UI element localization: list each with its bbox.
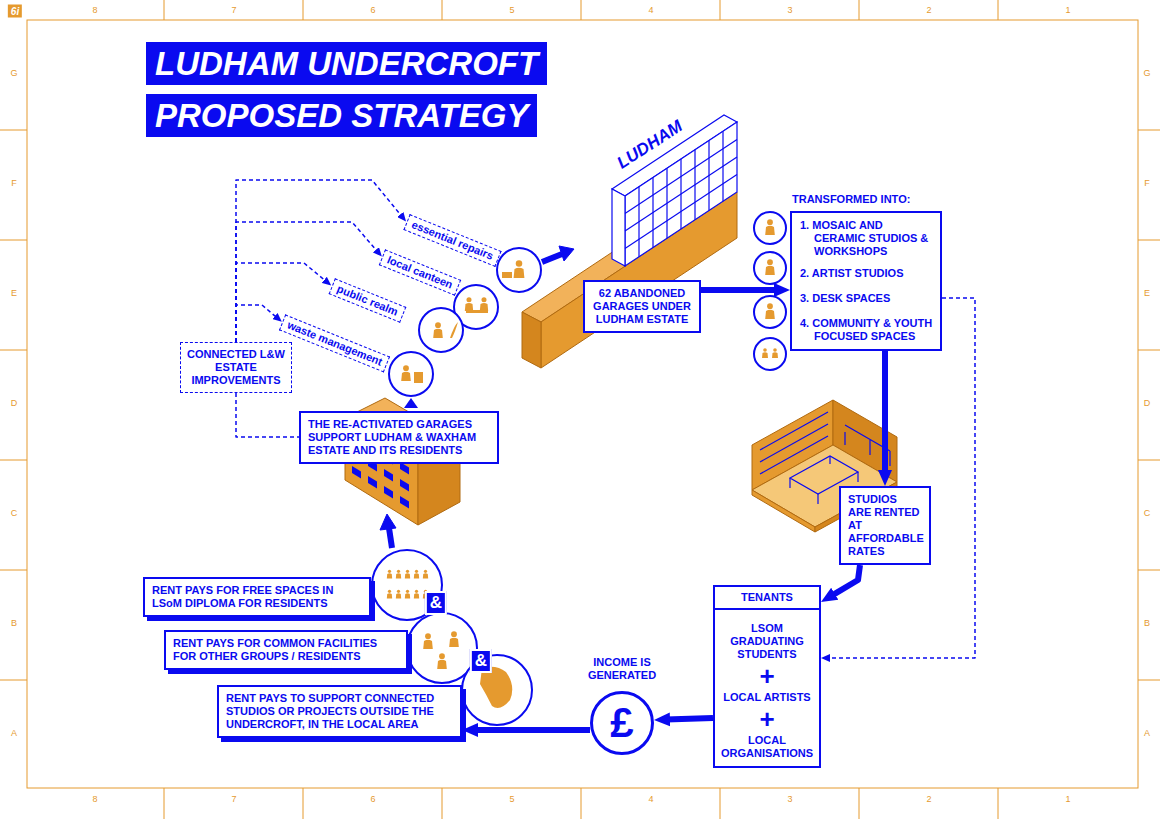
grid-reference: 7 <box>231 5 236 15</box>
grid-reference: 7 <box>231 794 236 804</box>
tenants-heading: TENANTS <box>715 587 819 610</box>
list-item: 4. COMMUNITY & YOUTH FOCUSED SPACES <box>800 317 933 343</box>
flow-arrow <box>666 718 713 720</box>
box-text: 62 ABANDONED GARAGES UNDER LUDHAM ESTATE <box>592 287 692 326</box>
rent-box: RENT PAYS FOR COMMON FACILITIES FOR OTHE… <box>164 630 408 670</box>
diagram-title: LUDHAM UNDERCROFT PROPOSED STRATEGY <box>146 42 547 137</box>
list-item: 3. DESK SPACES <box>800 292 933 305</box>
grid-reference: G <box>1143 68 1150 78</box>
grid-reference: C <box>1144 508 1151 518</box>
grid-reference: E <box>1144 288 1150 298</box>
grid-reference: 4 <box>648 794 653 804</box>
plus-sign: + <box>715 664 819 688</box>
sheet-number: 6i <box>8 5 22 18</box>
box-text: CONNECTED L&W ESTATE IMPROVEMENTS <box>187 348 285 387</box>
grid-reference: 5 <box>509 5 514 15</box>
improvement-tag: local canteen <box>379 249 461 295</box>
dashed-connector <box>236 393 299 437</box>
income-circle: INCOME IS GENERATED£ <box>590 691 654 755</box>
support-box: THE RE-ACTIVATED GARAGES SUPPORT LUDHAM … <box>299 411 499 464</box>
improvement-tag: essential repairs <box>403 214 501 267</box>
improvements-box: CONNECTED L&W ESTATE IMPROVEMENTS <box>180 342 292 393</box>
grid-reference: 5 <box>509 794 514 804</box>
tag-text: local canteen <box>385 253 454 290</box>
tenant-item: LSOM GRADUATING STUDENTS <box>715 622 819 661</box>
tag-text: essential repairs <box>410 218 495 262</box>
grid-reference: D <box>11 398 18 408</box>
grid-reference: 1 <box>1065 5 1070 15</box>
grid-reference: 1 <box>1065 794 1070 804</box>
grid-reference: A <box>1144 728 1150 738</box>
grid-reference: B <box>1144 618 1150 628</box>
grid-reference: 4 <box>648 5 653 15</box>
pound-sign: £ <box>593 694 651 752</box>
grid-reference: 3 <box>787 5 792 15</box>
grid-reference: A <box>11 728 17 738</box>
grid-reference: 8 <box>92 794 97 804</box>
dashed-connector <box>828 298 975 658</box>
plus-sign: + <box>715 707 819 731</box>
box-text: STUDIOS ARE RENTED AT AFFORDABLE RATES <box>848 493 922 558</box>
grid-reference: 6 <box>370 794 375 804</box>
box-text: RENT PAYS FOR FREE SPACES IN LSoM DIPLOM… <box>152 584 362 610</box>
tenant-item: LOCAL ARTISTS <box>715 691 819 704</box>
grid-reference: D <box>1144 398 1151 408</box>
rent-box: RENT PAYS FOR FREE SPACES IN LSoM DIPLOM… <box>143 577 371 617</box>
transform-list: TRANSFORMED INTO:1. MOSAIC AND CERAMIC S… <box>790 211 942 351</box>
list-heading: TRANSFORMED INTO: <box>792 193 910 206</box>
grid-reference: C <box>11 508 18 518</box>
dashed-connector <box>236 305 277 342</box>
grid-reference: F <box>11 178 17 188</box>
improvement-tag: public realm <box>328 278 406 323</box>
grid-reference: 8 <box>92 5 97 15</box>
grid-reference: 3 <box>787 794 792 804</box>
grid-reference: F <box>1144 178 1150 188</box>
ludham-building <box>612 115 737 266</box>
flow-arrows <box>380 246 574 548</box>
grid-reference: 2 <box>926 794 931 804</box>
flow-arrow <box>831 565 860 596</box>
people-figures <box>387 570 428 599</box>
rent-box: RENT PAYS TO SUPPORT CONNECTED STUDIOS O… <box>217 685 462 738</box>
tag-text: waste management <box>285 318 384 367</box>
grid-reference: G <box>10 68 17 78</box>
flow-arrow <box>474 727 590 733</box>
flow-arrow <box>882 351 888 474</box>
income-heading: INCOME IS GENERATED <box>572 656 672 682</box>
flow-arrow <box>701 287 778 293</box>
tenants-box: TENANTS LSOM GRADUATING STUDENTS + LOCAL AR… <box>713 585 821 768</box>
box-text: THE RE-ACTIVATED GARAGES SUPPORT LUDHAM … <box>308 418 490 457</box>
garages-box: 62 ABANDONED GARAGES UNDER LUDHAM ESTATE <box>583 280 701 333</box>
tenant-item: LOCAL ORGANISATIONS <box>715 734 819 760</box>
box-text: RENT PAYS TO SUPPORT CONNECTED STUDIOS O… <box>226 692 453 731</box>
box-text: RENT PAYS FOR COMMON FACILITIES FOR OTHE… <box>173 637 399 663</box>
title-block: LUDHAM UNDERCROFT PROPOSED STRATEGY <box>146 41 601 145</box>
tag-text: public realm <box>335 282 400 317</box>
improvement-tag: waste management <box>278 314 390 372</box>
grid-reference: B <box>11 618 17 628</box>
grid-reference: 6 <box>370 5 375 15</box>
ampersand-tag: & <box>425 591 447 615</box>
list-item: 1. MOSAIC AND CERAMIC STUDIOS & WORKSHOP… <box>800 219 933 258</box>
dashed-connector <box>236 180 402 342</box>
grid-reference: E <box>11 288 17 298</box>
list-item: 2. ARTIST STUDIOS <box>800 267 933 280</box>
rent-note: STUDIOS ARE RENTED AT AFFORDABLE RATES <box>839 486 931 565</box>
ampersand-tag: & <box>470 649 492 673</box>
grid-reference: 2 <box>926 5 931 15</box>
